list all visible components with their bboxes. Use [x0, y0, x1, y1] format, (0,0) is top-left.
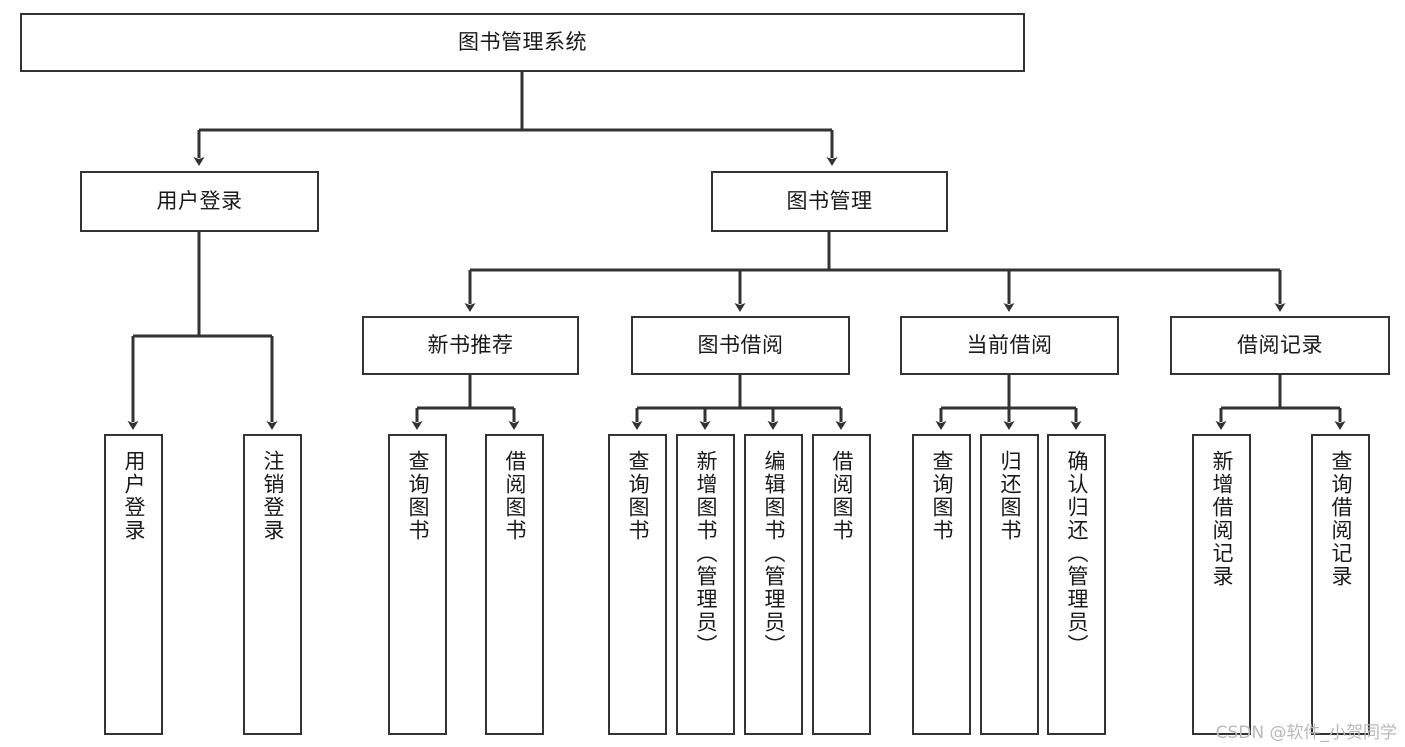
leaf-query-book-3-label: 查询图书 — [930, 450, 954, 542]
node-root[interactable]: 图书管理系统 — [20, 13, 1025, 72]
leaf-borrow-book-2[interactable]: 借阅图书 — [812, 434, 871, 735]
leaf-borrow-book-1-label: 借阅图书 — [503, 450, 527, 542]
leaf-logout-label: 注销登录 — [261, 450, 285, 542]
leaf-return-book-label: 归还图书 — [998, 450, 1022, 542]
leaf-confirm-return[interactable]: 确认归还（管理员） — [1047, 434, 1106, 735]
node-book-borrow[interactable]: 图书借阅 — [631, 316, 850, 375]
leaf-query-book-2-label: 查询图书 — [626, 450, 650, 542]
node-root-label: 图书管理系统 — [458, 30, 587, 55]
leaf-borrow-book-2-label: 借阅图书 — [830, 450, 854, 542]
node-new-book-recommend[interactable]: 新书推荐 — [362, 316, 579, 375]
leaf-user-login[interactable]: 用户登录 — [104, 434, 163, 735]
leaf-logout[interactable]: 注销登录 — [243, 434, 302, 735]
leaf-query-book-1-label: 查询图书 — [406, 450, 430, 542]
leaf-add-book-label: 新增图书（管理员） — [694, 450, 718, 657]
leaf-edit-book[interactable]: 编辑图书（管理员） — [744, 434, 803, 735]
node-user-login[interactable]: 用户登录 — [80, 171, 319, 232]
node-current-borrow-label: 当前借阅 — [966, 333, 1053, 358]
leaf-add-record-label: 新增借阅记录 — [1210, 450, 1234, 588]
node-new-book-recommend-label: 新书推荐 — [427, 333, 514, 358]
node-borrow-record[interactable]: 借阅记录 — [1170, 316, 1390, 375]
node-book-borrow-label: 图书借阅 — [697, 333, 784, 358]
leaf-query-record-label: 查询借阅记录 — [1329, 450, 1353, 588]
leaf-query-book-3[interactable]: 查询图书 — [912, 434, 971, 735]
node-current-borrow[interactable]: 当前借阅 — [900, 316, 1119, 375]
leaf-edit-book-label: 编辑图书（管理员） — [762, 450, 786, 657]
watermark: CSDN @软件_小贺同学 — [1215, 723, 1397, 743]
leaf-user-login-label: 用户登录 — [122, 450, 146, 542]
node-book-manage[interactable]: 图书管理 — [711, 171, 948, 232]
node-borrow-record-label: 借阅记录 — [1237, 333, 1323, 358]
leaf-add-record[interactable]: 新增借阅记录 — [1192, 434, 1251, 735]
node-user-login-label: 用户登录 — [156, 189, 243, 214]
leaf-query-book-2[interactable]: 查询图书 — [608, 434, 667, 735]
leaf-query-record[interactable]: 查询借阅记录 — [1311, 434, 1370, 735]
leaf-confirm-return-label: 确认归还（管理员） — [1065, 450, 1089, 657]
leaf-add-book[interactable]: 新增图书（管理员） — [676, 434, 735, 735]
node-book-manage-label: 图书管理 — [786, 189, 873, 214]
leaf-return-book[interactable]: 归还图书 — [980, 434, 1039, 735]
leaf-borrow-book-1[interactable]: 借阅图书 — [485, 434, 544, 735]
leaf-query-book-1[interactable]: 查询图书 — [388, 434, 447, 735]
